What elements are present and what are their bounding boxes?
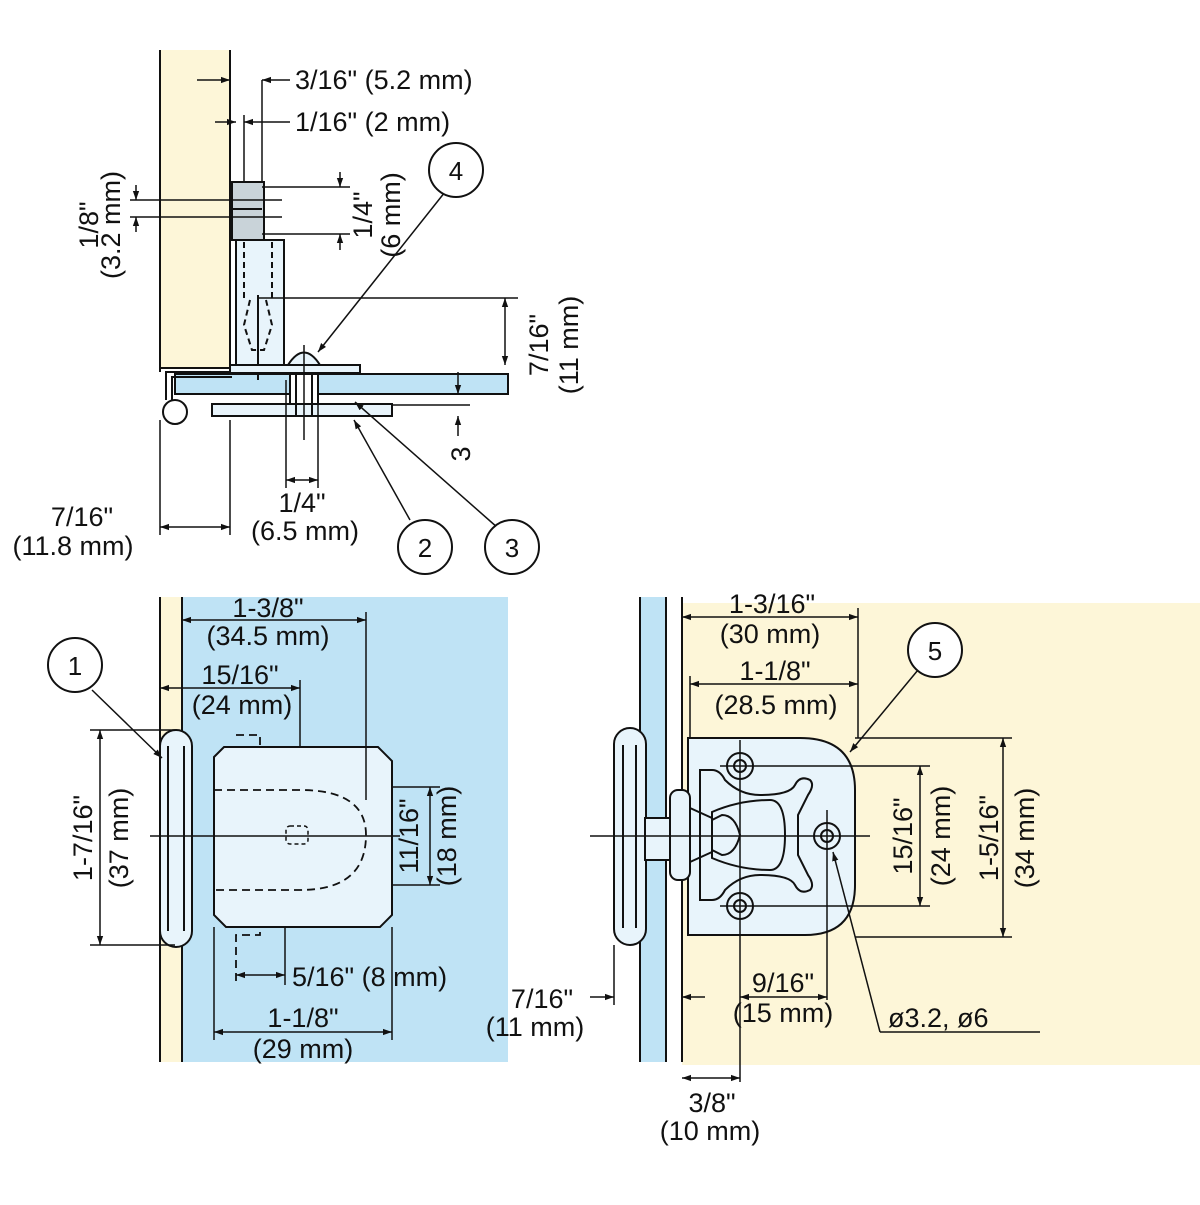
- callout-1: 1: [47, 637, 103, 693]
- front-dim-c-imperial: 1-7/16": [68, 795, 98, 881]
- side-view: [130, 50, 518, 535]
- svg-text:5: 5: [928, 636, 942, 666]
- side-dim-g-imperial: 1/4": [278, 488, 325, 518]
- plate-dim-h-imperial: 3/8": [688, 1088, 735, 1118]
- side-dim-e-imperial: 7/16": [524, 314, 554, 376]
- hinge-barrel-front: [159, 729, 193, 948]
- plate-dim-b-imperial: 1-1/8": [739, 656, 810, 686]
- front-dim-b-imperial: 15/16": [201, 660, 278, 690]
- column-body: [235, 239, 285, 366]
- front-dim-d-metric: (18 mm): [432, 786, 462, 887]
- svg-text:1: 1: [68, 651, 82, 681]
- svg-text:2: 2: [418, 533, 432, 563]
- plate-view: [590, 597, 1200, 1082]
- plate-dim-a-metric: (30 mm): [720, 619, 821, 649]
- side-dim-c-metric: (3.2 mm): [96, 171, 126, 279]
- side-dim-b: 1/16" (2 mm): [295, 107, 450, 137]
- plate-dim-f-imperial: 9/16": [752, 968, 814, 998]
- plate-view-labels: 1-3/16" (30 mm) 1-1/8" (28.5 mm) 15/16" …: [486, 589, 1040, 1146]
- front-dim-d-imperial: 11/16": [394, 798, 424, 873]
- front-dim-b-metric: (24 mm): [192, 690, 293, 720]
- side-dim-d-imperial: 1/4": [348, 191, 378, 238]
- plate-dim-c-metric: (24 mm): [926, 786, 956, 887]
- side-view-labels: 3/16" (5.2 mm) 1/16" (2 mm) 1/8" (3.2 mm…: [12, 65, 584, 561]
- side-dim-e-metric: (11 mm): [554, 296, 584, 395]
- plate-dim-e-metric: (11 mm): [486, 1012, 585, 1042]
- callout-balloons: 1 2 3 4 5: [47, 142, 963, 693]
- side-dim-h-metric: (11.8 mm): [12, 531, 133, 561]
- side-dim-f: 3: [446, 446, 476, 461]
- side-dim-c-imperial: 1/8": [74, 201, 104, 248]
- side-dim-d-metric: (6 mm): [376, 172, 406, 257]
- callout-3: 3: [484, 519, 540, 575]
- plate-dim-d-imperial: 1-5/16": [974, 795, 1004, 881]
- plate-dim-b-metric: (28.5 mm): [714, 690, 837, 720]
- plate-dim-f-metric: (15 mm): [733, 998, 834, 1028]
- front-dim-a-metric: (34.5 mm): [206, 621, 329, 651]
- plate-dim-a-imperial: 1-3/16": [729, 589, 815, 619]
- cap-block: [231, 181, 265, 241]
- side-dim-g-metric: (6.5 mm): [251, 516, 359, 546]
- front-dim-f-metric: (29 mm): [253, 1034, 354, 1064]
- callout-2: 2: [397, 519, 453, 575]
- front-view: [90, 597, 508, 1062]
- plate-dim-e-imperial: 7/16": [511, 984, 573, 1014]
- svg-text:3: 3: [505, 533, 519, 563]
- side-dim-h-imperial: 7/16": [51, 502, 113, 532]
- front-dim-e: 5/16" (8 mm): [292, 962, 447, 992]
- callout-4: 4: [428, 142, 484, 198]
- callout-5: 5: [907, 622, 963, 678]
- front-dim-a-imperial: 1-3/8": [232, 593, 303, 623]
- plate-dim-g: ø3.2, ø6: [888, 1003, 989, 1033]
- front-dim-f-imperial: 1-1/8": [267, 1003, 338, 1033]
- side-dim-a: 3/16" (5.2 mm): [295, 65, 473, 95]
- front-plate: [213, 746, 393, 928]
- plate-dim-c-imperial: 15/16": [888, 797, 918, 874]
- front-view-labels: 1-3/8" (34.5 mm) 15/16" (24 mm) 1-7/16" …: [68, 593, 462, 1064]
- wood-panel-side: [160, 50, 230, 368]
- svg-text:4: 4: [449, 156, 463, 186]
- hinge-pin-circle: [162, 399, 188, 425]
- front-dim-c-metric: (37 mm): [104, 788, 134, 889]
- plate-dim-d-metric: (34 mm): [1010, 788, 1040, 889]
- plate-dim-h-metric: (10 mm): [660, 1116, 761, 1146]
